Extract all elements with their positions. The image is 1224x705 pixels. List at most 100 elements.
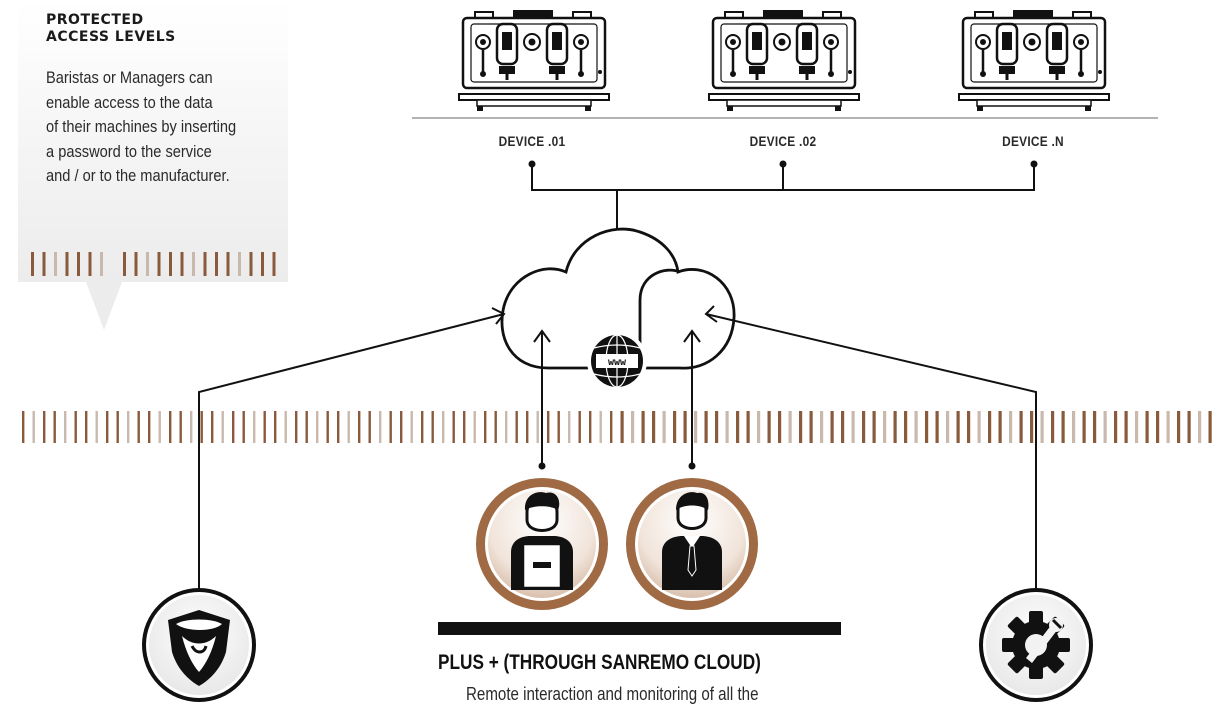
stripe	[883, 411, 887, 443]
connector-dot	[528, 160, 536, 168]
stripe	[42, 252, 46, 276]
stripe	[757, 411, 761, 443]
device-label-1: DEVICE .01	[498, 133, 566, 149]
callout-body: Baristas or Managers can enable access t…	[46, 66, 236, 189]
stripe	[400, 411, 403, 443]
stripe	[192, 252, 195, 276]
stripe	[379, 411, 382, 443]
stripe	[146, 252, 149, 276]
stripe	[704, 411, 708, 443]
connector-dot	[688, 462, 696, 470]
service-link-line	[198, 313, 505, 588]
stripe	[547, 411, 550, 443]
stripe	[95, 411, 98, 443]
stripe	[295, 411, 298, 443]
stripe	[484, 411, 487, 443]
stripe	[169, 252, 172, 276]
stripe	[43, 411, 46, 443]
stripe	[238, 252, 241, 276]
stripe	[242, 411, 245, 443]
stripe	[1135, 411, 1139, 443]
stripe	[1009, 411, 1013, 443]
callout-panel	[18, 0, 288, 282]
stripe	[956, 411, 960, 443]
stripe	[767, 411, 771, 443]
stripe	[347, 411, 350, 443]
device-label-3: DEVICE .N	[1002, 133, 1064, 149]
stripe	[631, 411, 635, 443]
stripe	[261, 252, 264, 276]
stripe	[226, 252, 230, 276]
device-3	[908, 8, 1158, 119]
stripe	[272, 252, 276, 276]
stripe	[74, 411, 77, 443]
connector-dots	[528, 160, 1038, 168]
stripe	[746, 411, 750, 443]
stripe	[568, 411, 571, 443]
stripe	[872, 411, 876, 443]
stripe	[841, 411, 845, 443]
connector-dot	[1030, 160, 1038, 168]
stripe	[180, 252, 184, 276]
stripe	[64, 411, 67, 443]
stripe	[967, 411, 971, 443]
stripe	[368, 411, 371, 443]
stripe	[736, 411, 740, 443]
stripe	[578, 411, 581, 443]
callout-body-line: and / or to the manufacturer.	[46, 166, 230, 185]
stripe	[88, 252, 92, 276]
www-globe-icon: www	[587, 331, 647, 391]
plus-title: PLUS + (THROUGH SANREMO CLOUD)	[438, 651, 761, 674]
stripe	[977, 411, 981, 443]
stripe	[1198, 411, 1202, 443]
stripe	[778, 411, 782, 443]
stripe	[77, 252, 80, 276]
stripe	[442, 411, 445, 443]
stripe	[904, 411, 908, 443]
stripe	[200, 411, 203, 443]
device-label-2: DEVICE .02	[749, 133, 817, 149]
stripe	[22, 411, 25, 443]
stripe	[1082, 411, 1086, 443]
stripe	[893, 411, 897, 443]
stripe	[211, 411, 214, 443]
stripe	[53, 411, 56, 443]
callout-body-line: of their machines by inserting	[46, 117, 237, 136]
manufacturer-link-line	[705, 313, 1037, 588]
stripe	[232, 411, 235, 443]
stripe	[203, 252, 207, 276]
stripe	[683, 411, 687, 443]
stripe	[1093, 411, 1097, 443]
stripe	[190, 411, 193, 443]
callout-pointer	[86, 282, 122, 330]
stripe	[1103, 411, 1107, 443]
stripe	[221, 411, 224, 443]
stripe	[452, 411, 455, 443]
connector-dot	[779, 160, 787, 168]
stripe	[599, 411, 602, 443]
stripe	[85, 411, 88, 443]
stripe	[358, 411, 361, 443]
stripe	[148, 411, 151, 443]
callout-body-line: a password to the service	[46, 141, 212, 161]
stripe	[179, 411, 182, 443]
stripe	[473, 411, 476, 443]
stripe	[31, 252, 34, 276]
globe-label: www	[608, 357, 627, 368]
callout-body-line: enable access to the data	[46, 92, 213, 112]
stripe	[169, 411, 172, 443]
cloud-inner-curve	[638, 268, 681, 368]
stripe	[694, 411, 698, 443]
cloud-icon	[500, 227, 736, 370]
stripe	[851, 411, 855, 443]
stripe	[610, 411, 613, 443]
stripe	[620, 411, 624, 443]
stripe	[215, 252, 218, 276]
stripe	[1040, 411, 1044, 443]
arrow-head	[683, 329, 701, 343]
stripe	[54, 252, 57, 276]
arrow-head	[491, 307, 506, 325]
stripe	[123, 252, 126, 276]
stripe	[914, 411, 918, 443]
